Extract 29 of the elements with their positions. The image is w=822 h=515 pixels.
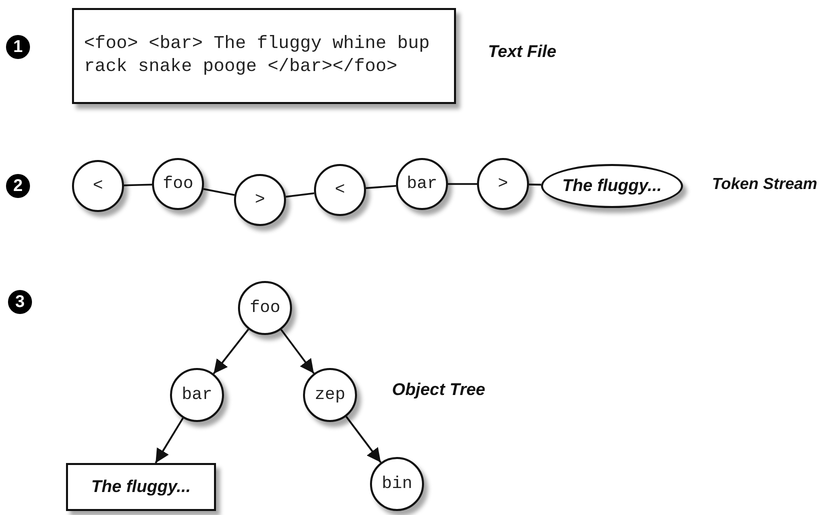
token-circle: bar xyxy=(170,368,224,422)
token-circle: > xyxy=(477,158,529,210)
token-circle: zep xyxy=(303,368,357,422)
connector-line xyxy=(528,184,542,186)
section-label: Object Tree xyxy=(392,380,486,400)
section-label: Text File xyxy=(488,42,556,62)
arrow xyxy=(154,418,184,464)
token-circle: foo xyxy=(238,281,292,335)
callout-number: 1 xyxy=(6,35,30,59)
arrow xyxy=(212,328,250,374)
connector-line xyxy=(366,185,396,189)
arrow xyxy=(280,329,315,374)
token-circle: bar xyxy=(396,158,448,210)
connector-line xyxy=(286,192,314,198)
callout-number: 3 xyxy=(8,290,32,314)
section-label: Token Stream xyxy=(712,176,818,194)
token-circle: > xyxy=(234,174,286,226)
token-circle: < xyxy=(314,164,366,216)
arrow xyxy=(346,416,382,463)
text-box: The fluggy... xyxy=(66,463,216,511)
text-file-box: <foo> <bar> The fluggy whine bup rack snake pooge </bar></foo> xyxy=(72,8,456,104)
token-circle: bin xyxy=(370,457,424,511)
connector-line xyxy=(124,184,152,186)
token-ellipse: The fluggy... xyxy=(541,164,683,208)
connector-line xyxy=(448,183,477,185)
callout-number: 2 xyxy=(6,174,30,198)
token-circle: < xyxy=(72,160,124,212)
token-circle: foo xyxy=(152,158,204,210)
connector-line xyxy=(203,188,235,196)
